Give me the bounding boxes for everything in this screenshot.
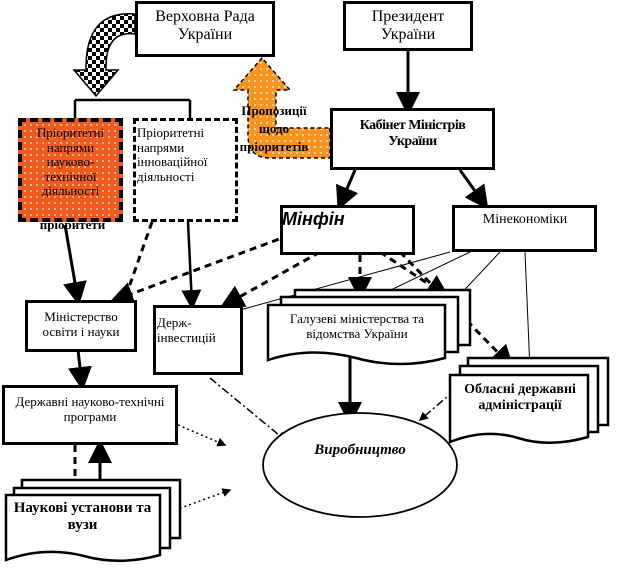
regional-admin-stack bbox=[448, 356, 610, 444]
kabmin-label: Кабінет Міністрів України bbox=[359, 118, 466, 149]
regional-admin-label: Обласні державні адміністрації bbox=[464, 382, 576, 413]
priority-sci-tech-label: Пріоритетні напрями науково-технічної ді… bbox=[36, 125, 105, 199]
priorities-bracket bbox=[73, 98, 192, 118]
derzhinvest-label: Держ-інвестицій bbox=[157, 315, 216, 345]
president-label: Президент України bbox=[371, 8, 445, 43]
proposals-label: Пропозиції щодо пріоритетів bbox=[239, 103, 309, 155]
derzhinvest-box bbox=[153, 305, 243, 375]
rada-to-priorities-arrow bbox=[72, 13, 136, 98]
sector-ministries-stack bbox=[266, 288, 472, 366]
scientific-institutions-label: Наукові установи та вузи bbox=[13, 500, 152, 533]
president-box bbox=[343, 1, 473, 51]
mineconomy-box bbox=[452, 205, 597, 252]
priority-sci-tech-suffix: пріоритети bbox=[39, 217, 106, 232]
dotted-links bbox=[174, 424, 232, 511]
state-programs-label: Державні науково-технічні програми bbox=[15, 394, 165, 424]
production-label: Виробництво bbox=[314, 442, 406, 458]
proposals-arrow bbox=[232, 56, 331, 159]
min-education-box bbox=[25, 300, 137, 352]
state-programs-box bbox=[2, 385, 178, 445]
kabmin-box bbox=[330, 108, 495, 170]
production-ellipse bbox=[262, 412, 458, 518]
minfin-label: Мінфін bbox=[282, 209, 345, 229]
sector-ministries-label: Галузеві міністерства та відомства Украї… bbox=[289, 311, 425, 341]
mineconomy-label: Мінекономіки bbox=[482, 212, 568, 227]
priority-innovation-box bbox=[133, 118, 238, 222]
min-education-label: Міністерство освіти і науки bbox=[42, 309, 120, 339]
priority-sci-tech-fill bbox=[22, 122, 119, 218]
priority-innovation-label: Пріоритетні напрями інноваційної діяльно… bbox=[137, 125, 208, 184]
solid-arrows bbox=[63, 50, 489, 488]
verkhovna-rada-box bbox=[135, 1, 275, 57]
minfin-box bbox=[280, 205, 415, 255]
verkhovna-rada-label: Верховна Рада України bbox=[155, 8, 255, 43]
innovation-to-derzhinvest bbox=[181, 221, 202, 310]
scientific-stack bbox=[4, 478, 182, 562]
